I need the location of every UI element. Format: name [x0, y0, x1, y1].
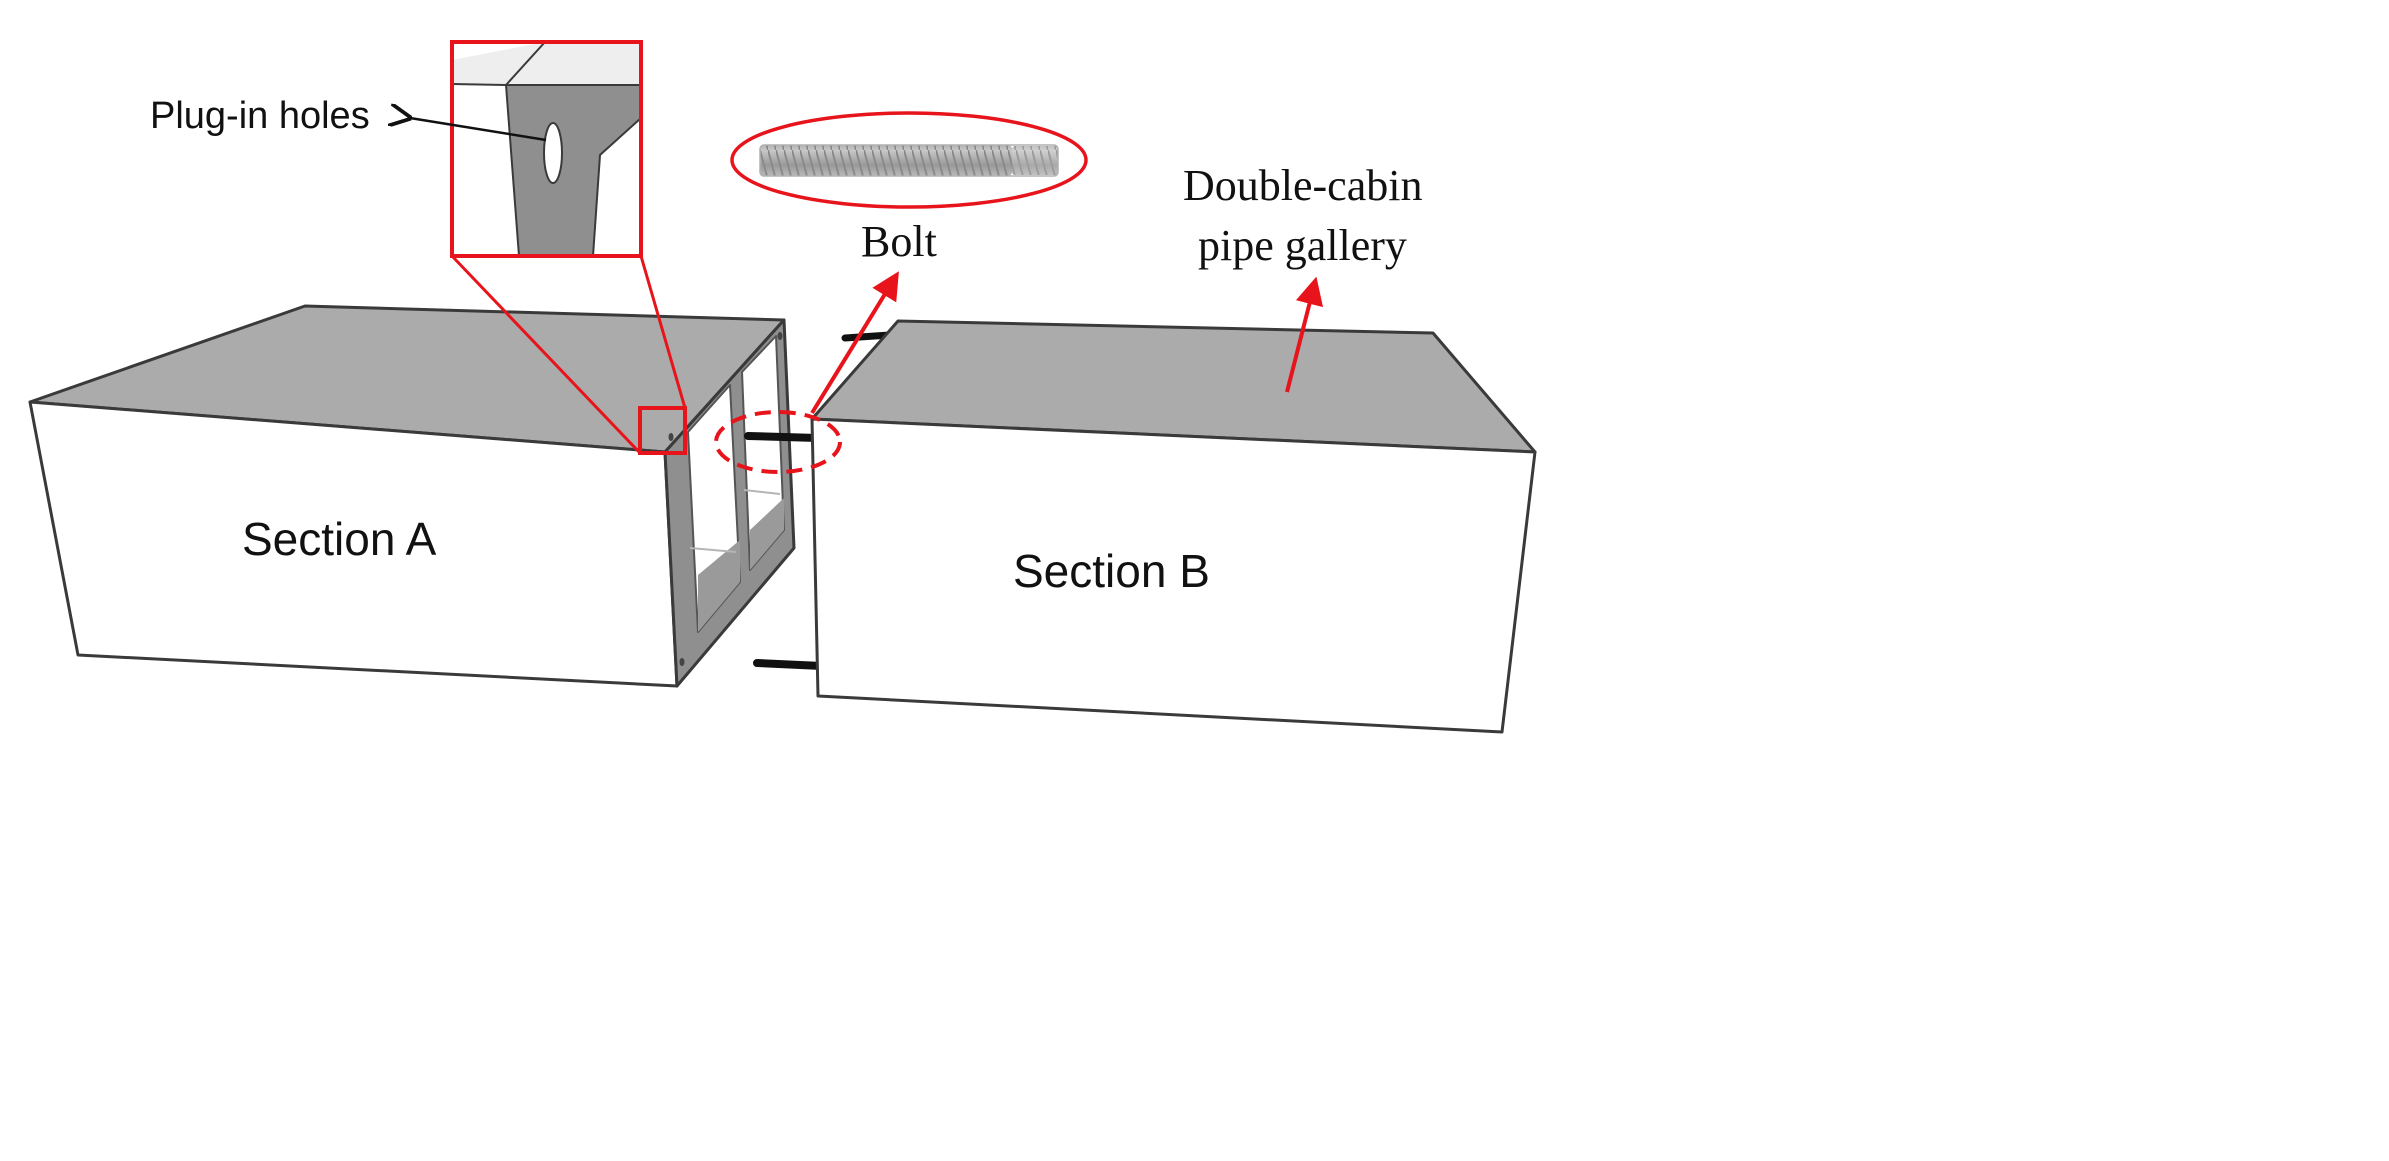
- plug-in-holes-arrow: [410, 118, 547, 142]
- bolts: [744, 331, 894, 670]
- gallery-label-line2: pipe gallery: [1198, 221, 1407, 270]
- bolt-dashed-circle: [714, 410, 842, 474]
- section-b-block: [810, 319, 1537, 734]
- plug-in-hole-detail: [543, 122, 563, 184]
- section-b-label: Section B: [1013, 545, 1210, 597]
- bolt-callout: [714, 111, 1088, 474]
- plug-in-hole: [679, 658, 685, 666]
- bolt-image: [759, 144, 1059, 177]
- plug-in-hole: [668, 433, 674, 441]
- section-a-label: Section A: [242, 513, 437, 565]
- bolt-rod: [753, 659, 826, 670]
- zoom-inset: [450, 40, 643, 258]
- plug-in-hole: [777, 332, 783, 340]
- plug-in-hole-zoom: [410, 40, 687, 455]
- bolt-label: Bolt: [861, 217, 937, 266]
- section-b-front-face: [810, 417, 1537, 734]
- zoom-source-box: [638, 406, 687, 455]
- zoom-inset-frame: [450, 40, 643, 258]
- gallery-arrow: [1285, 276, 1324, 393]
- plug-in-holes-label: Plug-in holes: [150, 95, 370, 137]
- bolt-rod: [744, 432, 822, 442]
- bolt-highlight-ellipse: [730, 111, 1088, 209]
- bolt-arrow: [810, 271, 899, 415]
- bolt-rod: [841, 331, 894, 342]
- gallery-label-line1: Double-cabin: [1183, 161, 1422, 210]
- section-a-block: [28, 304, 796, 688]
